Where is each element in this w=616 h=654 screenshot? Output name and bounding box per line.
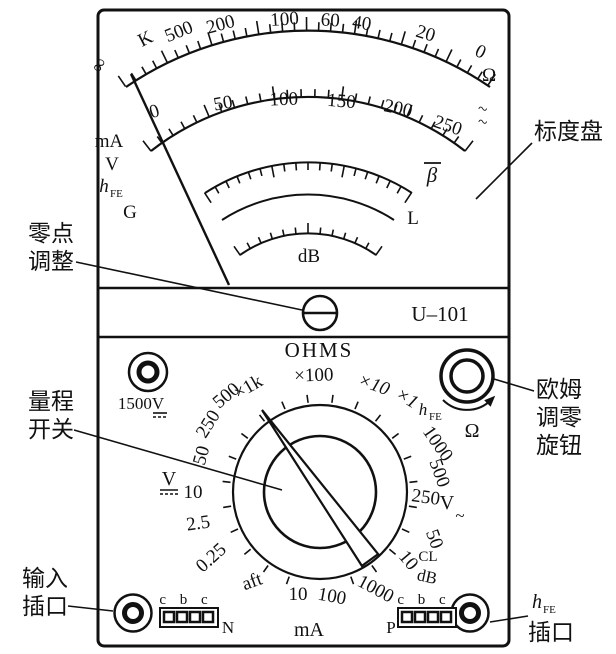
scale-label: 100 — [269, 89, 298, 111]
annotation-ohm-zero-3: 旋钮 — [536, 433, 582, 458]
ohms-label: OHMS — [285, 338, 354, 362]
range-x100: ×100 — [294, 364, 334, 386]
selector-position-ticks — [222, 394, 418, 585]
range-10v: 10 — [184, 482, 203, 503]
unit-hfe: h — [99, 176, 109, 197]
annotation-hfe-jack-sub: FE — [543, 604, 556, 616]
meter-needle — [129, 73, 231, 286]
model-label: U–101 — [411, 302, 468, 326]
range-2-5v: 2.5 — [185, 512, 211, 536]
knob-omega-label: Ω — [465, 420, 480, 442]
dial-plate — [117, 16, 496, 256]
beta-scale-ticks — [203, 162, 413, 204]
scale-label: 50 — [212, 92, 234, 116]
unit-g: G — [123, 202, 137, 223]
range-hfe-sub: FE — [429, 411, 442, 423]
scale-label: 100 — [270, 8, 300, 31]
ma-label: mA — [294, 619, 325, 641]
range-250v: 250 — [410, 485, 441, 510]
annotation-hfe-jack-2: 插口 — [528, 620, 574, 645]
annotation-dial-plate: 标度盘 — [534, 119, 603, 144]
leader-hfe-jack — [489, 615, 529, 623]
annotation-hfe-jack-h: h — [532, 591, 542, 613]
scale-label: 150 — [326, 90, 356, 113]
cbc-right-label: c b c — [397, 592, 450, 608]
cbc-left-label: c b c — [159, 592, 212, 608]
db-label: dB — [298, 246, 320, 267]
leader-input-jack — [67, 605, 114, 612]
ohm-unit-label: Ω — [482, 65, 496, 86]
transistor-socket-right[interactable] — [397, 607, 457, 628]
annotation-range-switch-1: 量程 — [28, 389, 74, 414]
n-label: N — [222, 618, 234, 637]
selector-pointer — [261, 409, 380, 568]
leader-zero-adjust — [75, 261, 303, 311]
dc-scale-ticks — [142, 86, 474, 152]
leader-ohm-zero — [493, 378, 535, 392]
range-50v: 50 — [189, 444, 214, 468]
hfe-jack[interactable] — [450, 593, 490, 633]
dial-arc-dc — [150, 95, 466, 152]
input-jack[interactable] — [113, 593, 153, 633]
annotation-ohm-zero-2: 调零 — [536, 405, 582, 430]
annotation-ohm-zero-1: 欧姆 — [536, 377, 582, 402]
hv-jack[interactable] — [127, 351, 169, 393]
dial-arc-l — [221, 193, 395, 221]
annotation-input-jack-1: 输入 — [22, 566, 68, 591]
unit-v: V — [105, 154, 119, 175]
annotation-zero-adjust-1: 零点 — [28, 221, 74, 246]
range-selector[interactable] — [231, 403, 409, 581]
ac-tilde-label: ~ — [455, 506, 464, 525]
zero-adjust-screw[interactable] — [301, 294, 339, 332]
rotation-arrowhead — [484, 395, 496, 407]
annotation-input-jack-2: 插口 — [22, 594, 68, 619]
rotation-arrow — [442, 399, 492, 411]
range-hfe: h — [419, 400, 428, 419]
p-label: P — [386, 618, 395, 637]
leader-range-switch — [73, 429, 283, 491]
leader-dial-plate — [475, 142, 533, 200]
range-100ma: 100 — [316, 584, 348, 610]
v-ac-label: V — [440, 492, 455, 514]
unit-ma: mA — [95, 131, 124, 152]
annotation-zero-adjust-2: 调整 — [28, 249, 74, 274]
db-scale-ticks — [233, 223, 383, 256]
annotation-range-switch-2: 开关 — [28, 417, 74, 442]
db-range-label: dB — [415, 565, 438, 588]
unit-hfe-sub: FE — [110, 188, 123, 200]
cl-label: CL — [418, 549, 437, 565]
v-dc-label: V — [162, 468, 177, 490]
ohm-adjust-knob[interactable] — [439, 348, 495, 404]
transistor-socket-left[interactable] — [159, 607, 219, 628]
scale-label: 40 — [351, 12, 373, 35]
beta-label: β — [426, 163, 438, 187]
ohm-scale-ticks — [117, 16, 496, 88]
hv-jack-label: 1500V — [118, 394, 165, 413]
range-10ma: 10 — [289, 584, 308, 605]
l-label: L — [407, 208, 419, 229]
dial-arc-ohm — [125, 29, 491, 88]
scale-label: 60 — [320, 10, 340, 32]
